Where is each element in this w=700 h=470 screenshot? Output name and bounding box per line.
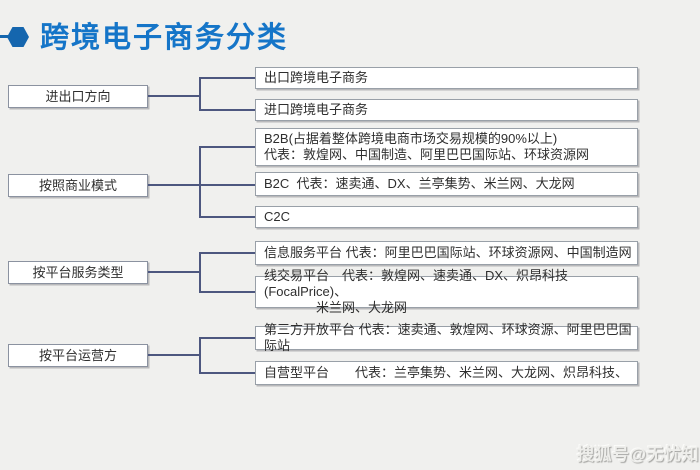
node-info-service-platform: 信息服务平台 代表：阿里巴巴国际站、环球资源网、中国制造网 [255, 241, 638, 265]
category-box-business-model: 按照商业模式 [8, 174, 148, 197]
connector-line [148, 184, 200, 186]
node-b2b: B2B(占据着整体跨境电商市场交易规模的90%以上) 代表：敦煌网、中国制造、阿… [255, 128, 638, 166]
node-text: 进口跨境电子商务 [264, 102, 369, 117]
node-third-party-open-platform: 第三方开放平台 代表：速卖通、敦煌网、环球资源、阿里巴巴国际站 [255, 322, 638, 353]
connector-line [148, 271, 200, 273]
connector-line [199, 146, 201, 218]
node-text: 自营型平台 代表：兰亭集势、米兰网、大龙网、炽昂科技、 [264, 365, 629, 380]
node-text: 米兰网、大龙网 [316, 300, 408, 315]
connector-line [200, 146, 255, 148]
title-dash-line [0, 35, 9, 38]
connector-line [200, 109, 255, 111]
node-text: 出口跨境电子商务 [264, 70, 369, 85]
node-text: 第三方开放平台 代表：速卖通、敦煌网、环球资源、阿里巴巴国际站 [264, 322, 632, 353]
hexagon-icon [7, 27, 29, 47]
connector-line [200, 184, 255, 186]
node-text: B2B(占据着整体跨境电商市场交易规模的90%以上) [264, 131, 558, 146]
category-label: 按平台运营方 [38, 347, 117, 363]
node-export-ecommerce: 出口跨境电子商务 [255, 67, 638, 89]
connector-line [199, 252, 201, 293]
connector-line [200, 77, 255, 79]
node-self-operated-platform: 自营型平台 代表：兰亭集势、米兰网、大龙网、炽昂科技、 [255, 361, 638, 385]
node-text: B2C 代表：速卖通、DX、兰亭集势、米兰网、大龙网 [264, 176, 575, 191]
connector-line [199, 77, 201, 111]
node-b2c: B2C 代表：速卖通、DX、兰亭集势、米兰网、大龙网 [255, 172, 638, 196]
category-label: 按照商业模式 [38, 177, 117, 193]
connector-line [199, 337, 201, 374]
category-box-platform-operator: 按平台运营方 [8, 344, 148, 367]
category-box-platform-service-type: 按平台服务类型 [8, 261, 148, 284]
page-title: 跨境电子商务分类 [40, 22, 289, 54]
category-box-import-export-direction: 进出口方向 [8, 85, 148, 108]
category-label: 按平台服务类型 [32, 264, 124, 280]
node-import-ecommerce: 进口跨境电子商务 [255, 99, 638, 121]
connector-line [200, 252, 255, 254]
connector-line [200, 291, 255, 293]
node-text: 代表：敦煌网、中国制造、阿里巴巴国际站、环球资源网 [264, 147, 590, 162]
connector-line [148, 95, 200, 97]
node-c2c: C2C [255, 206, 638, 228]
watermark-sohu: 搜狐号@无忧知 [577, 445, 700, 464]
connector-line [148, 354, 200, 356]
node-text: 线交易平台 代表：敦煌网、速卖通、DX、炽昂科技(FocalPrice)、 [264, 268, 569, 299]
node-online-trading-platform: 线交易平台 代表：敦煌网、速卖通、DX、炽昂科技(FocalPrice)、 米兰… [255, 268, 638, 315]
connector-line [200, 372, 255, 374]
connector-line [200, 216, 255, 218]
connector-line [200, 337, 255, 339]
node-text: C2C [264, 209, 291, 224]
node-text: 信息服务平台 代表：阿里巴巴国际站、环球资源网、中国制造网 [264, 245, 632, 260]
category-label: 进出口方向 [45, 88, 111, 104]
